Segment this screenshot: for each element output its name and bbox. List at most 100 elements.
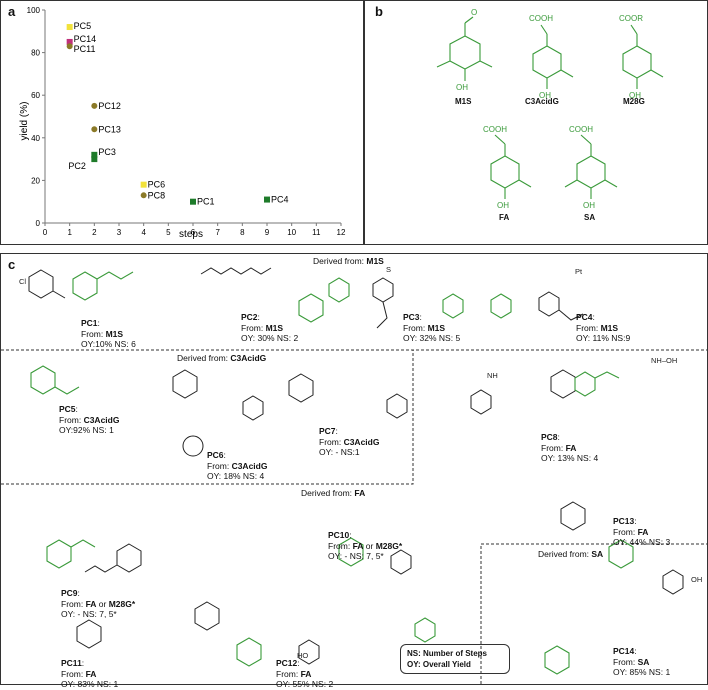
point-pc1 [190, 198, 196, 205]
pc9-caption: PC9: From: FA or M28G* OY: - NS: 7, 5* [61, 588, 135, 620]
pc6-colon: : [223, 450, 226, 460]
y-tick-label: 0 [36, 219, 41, 228]
pc10-colon: : [349, 530, 352, 540]
pc10-from2: M28G* [375, 540, 403, 551]
region-sa-name: SA [591, 549, 604, 559]
pc4-colon: : [592, 312, 595, 322]
y-tick-label: 20 [31, 176, 40, 185]
region-m1s-name: M1S [366, 256, 384, 266]
x-tick-label: 8 [240, 228, 245, 237]
pc8-nh-atom: NH [487, 371, 498, 380]
y-tick-label: 100 [27, 6, 41, 15]
sa-oh: OH [583, 201, 595, 210]
pc14-from: SA [637, 656, 650, 667]
pc8-colon: : [557, 432, 560, 442]
pc11-id: PC11 [61, 658, 82, 668]
pc14-colon: : [634, 646, 637, 656]
pc1-yield: OY:10% NS: 6 [81, 339, 136, 349]
legend-box: NS: Number of Steps OY: Overall Yield [400, 644, 510, 674]
panel-c-label: c [8, 257, 16, 272]
pc10-caption: PC10: From: FA or M28G* OY: - NS: 7, 5* [328, 530, 402, 562]
pc7-from: C3AcidG [343, 436, 380, 447]
region-c3-name: C3AcidG [230, 353, 267, 363]
pc9-from2: M28G* [108, 598, 136, 609]
pc9-or: or [96, 598, 109, 609]
region-sa-prefix: Derived from: [538, 549, 592, 559]
pc3-caption: PC3: From: M1S OY: 32% NS: 5 [403, 312, 460, 344]
point-label-pc1: PC1 [197, 197, 215, 207]
pc14-caption: PC14: From: SA OY: 85% NS: 1 [613, 646, 670, 678]
m1s-name: M1S [455, 97, 472, 106]
pc14-id: PC14 [613, 646, 635, 656]
panel-b-structures: O OH COOH OH COOR OH COOH OH COOH OH [436, 8, 664, 210]
point-pc13 [91, 126, 98, 133]
pc2-id: PC2 [241, 312, 258, 322]
fa-structure [490, 134, 532, 199]
pc1-id: PC1 [81, 318, 98, 328]
pc14-yield: OY: 85% NS: 1 [613, 667, 671, 677]
pc4-from-prefix: From: [576, 322, 601, 333]
x-tick-label: 1 [67, 228, 72, 237]
pc3-id: PC3 [403, 312, 420, 322]
legend-oy: OY: Overall Yield [407, 660, 471, 669]
pc2-yield: OY: 30% NS: 2 [241, 333, 299, 343]
x-tick-label: 3 [117, 228, 122, 237]
legend-ns: NS: Number of Steps [407, 649, 488, 658]
fa-name: FA [499, 213, 510, 222]
panel-a-label: a [8, 4, 16, 19]
pc2-from: M1S [265, 322, 284, 333]
pc6-yield: OY: 18% NS: 4 [207, 471, 265, 481]
divider-sa [480, 543, 707, 684]
pc3-s-atom: S [386, 265, 391, 274]
pc2-from-prefix: From: [241, 322, 266, 333]
pc7-id: PC7 [319, 426, 336, 436]
m1s-oh: OH [456, 83, 468, 92]
point-pc3 [91, 151, 98, 158]
pc8-id: PC8 [541, 432, 558, 442]
point-pc8 [140, 192, 147, 199]
pc10-from: FA [352, 540, 364, 551]
point-label-pc5: PC5 [74, 21, 92, 31]
pc1-colon: : [97, 318, 100, 328]
x-tick-label: 2 [92, 228, 97, 237]
x-tick-label: 12 [337, 228, 346, 237]
c3acidg-structure [532, 24, 574, 89]
panel-c-structures: Cl S Pt NH NH–OH HO OH [1, 265, 707, 684]
region-fa-name: FA [354, 488, 366, 498]
y-tick-label: 40 [31, 134, 40, 143]
pc13-id: PC13 [613, 516, 635, 526]
point-label-pc3: PC3 [98, 147, 116, 157]
pc8-caption: PC8: From: FA OY: 13% NS: 4 [541, 432, 598, 464]
x-tick-label: 6 [191, 228, 196, 237]
point-pc11 [66, 43, 73, 50]
region-c3-prefix: Derived from: [177, 353, 231, 363]
fa-cooh: COOH [483, 125, 507, 134]
pc5-yield: OY:92% NS: 1 [59, 425, 114, 435]
pc8-from-prefix: From: [541, 442, 566, 453]
pc1-caption: PC1: From: M1S OY:10% NS: 6 [81, 318, 136, 350]
pc4-pt-atom: Pt [575, 267, 583, 276]
x-tick-label: 11 [312, 228, 321, 237]
pc9-id: PC9 [61, 588, 78, 598]
point-label-pc2: PC2 [68, 161, 86, 171]
pc5-colon: : [75, 404, 78, 414]
pc6-from: C3AcidG [231, 460, 268, 471]
fa-oh: OH [497, 201, 509, 210]
pc8-nhoh-atom: NH–OH [651, 356, 677, 365]
pc7-yield: OY: - NS:1 [319, 447, 360, 457]
pc6-from-prefix: From: [207, 460, 232, 471]
point-pc5 [66, 24, 73, 31]
pc8-yield: OY: 13% NS: 4 [541, 453, 599, 463]
pc5-from-prefix: From: [59, 414, 84, 425]
pc12-colon: : [297, 658, 300, 668]
pc13-from: FA [637, 526, 649, 537]
point-label-pc14: PC14 [74, 34, 97, 44]
pc2-caption: PC2: From: M1S OY: 30% NS: 2 [241, 312, 298, 344]
pc12-from: FA [300, 668, 312, 679]
pc11-caption: PC11: From: FA OY: 83% NS: 1 [61, 658, 118, 690]
pc11-yield: OY: 83% NS: 1 [61, 679, 119, 689]
pc6-id: PC6 [207, 450, 224, 460]
pc10-or: or [363, 540, 376, 551]
